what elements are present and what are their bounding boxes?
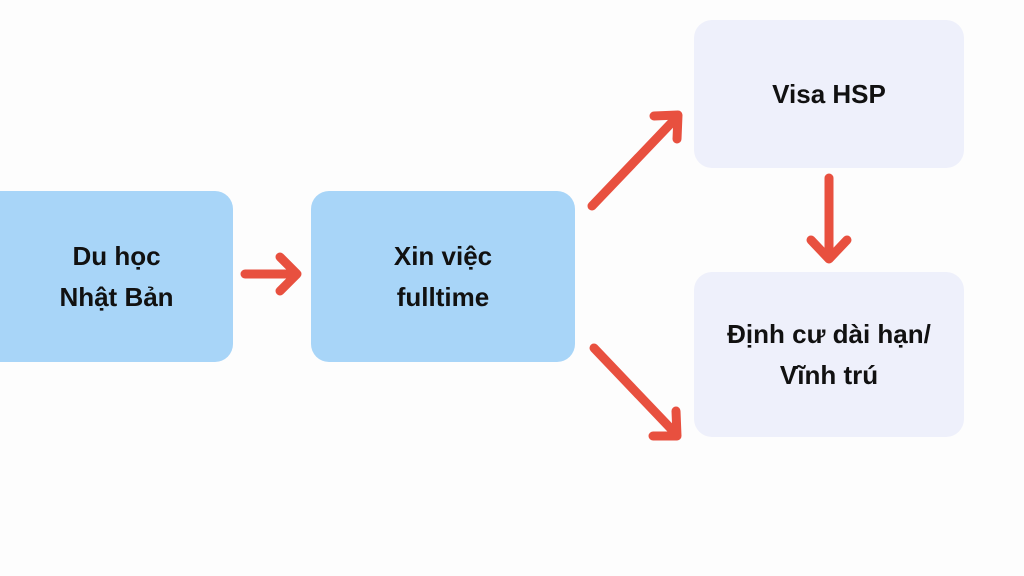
- node-label: Visa HSP: [772, 78, 886, 109]
- node-fulltime-job: Xin việc fulltime: [311, 191, 575, 362]
- node-label: Định cư dài hạn/: [727, 318, 931, 349]
- node-label: fulltime: [396, 281, 490, 312]
- arrow-visa-to-settle: [806, 173, 852, 264]
- node-label: Du học: [72, 240, 161, 271]
- node-label: Xin việc: [393, 240, 493, 271]
- arrow-job-to-settle: [589, 343, 682, 441]
- arrow-job-to-visa: [587, 110, 683, 211]
- node-study-in-japan: Du học Nhật Bản: [0, 191, 233, 362]
- node-label: Nhật Bản: [59, 281, 174, 312]
- node-label: Vĩnh trú: [779, 359, 879, 390]
- arrow-study-to-job: [240, 252, 302, 296]
- node-visa-hsp: Visa HSP: [694, 20, 964, 168]
- node-permanent-residence: Định cư dài hạn/ Vĩnh trú: [694, 272, 964, 437]
